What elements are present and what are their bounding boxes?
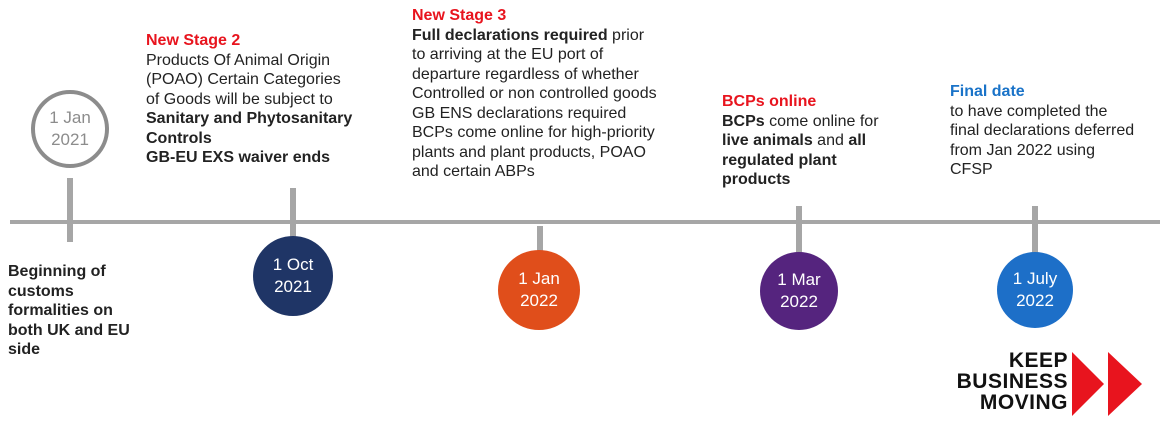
bold-text: all: [848, 132, 867, 149]
text-line: side: [8, 341, 41, 358]
text-line: CFSP: [950, 161, 993, 178]
milestone-text-jul-2022: Final date to have completed the final d…: [950, 82, 1160, 180]
logo-line: KEEP: [1008, 349, 1068, 372]
text-line: plants and plant products, POAO: [412, 143, 646, 161]
text-span: prior: [607, 26, 645, 44]
date-line2: 2022: [520, 291, 558, 310]
text-line: final declarations deferred: [950, 122, 1135, 139]
date-line2: 2021: [51, 130, 89, 149]
text-line: Products Of Animal Origin: [146, 51, 331, 69]
milestone-stem-4: [796, 206, 802, 256]
milestone-stem-1: [67, 178, 73, 242]
milestone-stem-2: [290, 188, 296, 238]
date-line1: 1 Oct: [272, 255, 314, 274]
timeline-axis: [10, 220, 1160, 224]
milestone-text-jan-2022: New Stage 3 Full declarations required p…: [412, 6, 712, 182]
text-line: GB ENS declarations required: [412, 104, 627, 122]
text-line: Sanitary and Phytosanitary: [146, 110, 353, 127]
text-line: both UK and EU: [8, 321, 130, 339]
bold-text: Full declarations required: [412, 26, 608, 44]
stage-heading: Final date: [950, 83, 1025, 100]
date-line2: 2022: [1016, 291, 1054, 310]
text-line: (POAO) Certain Categories: [146, 71, 341, 88]
text-line: live animals and all: [722, 131, 922, 151]
milestone-marker-jan-2022: 1 Jan 2022: [498, 250, 580, 330]
text-line: GB-EU EXS waiver ends: [146, 149, 331, 166]
milestone-marker-oct-2021: 1 Oct 2021: [253, 236, 333, 316]
milestone-marker-jan-2021: 1 Jan 2021: [31, 90, 109, 168]
double-arrow-icon: [1072, 352, 1142, 416]
milestone-text-mar-2022: BCPs online BCPs come online for live an…: [722, 92, 922, 190]
date-line1: 1 Jan: [518, 269, 560, 288]
date-line1: 1 July: [1012, 269, 1058, 288]
milestone-text-jan-2021: Beginning of customs formalities on both…: [8, 262, 178, 360]
text-line: BCPs come online for high-priority: [412, 124, 655, 141]
text-line: Controls: [146, 129, 212, 147]
date-line1: 1 Jan: [49, 108, 91, 127]
text-line: Controlled or non controlled goods: [412, 85, 657, 102]
logo-line: MOVING: [979, 391, 1068, 414]
date-line2: 2021: [274, 277, 312, 296]
text-line: Full declarations required prior: [412, 26, 712, 46]
stage-heading: BCPs online: [722, 93, 817, 110]
milestone-marker-mar-2022: 1 Mar 2022: [760, 252, 838, 330]
logo-line: BUSINESS: [956, 370, 1068, 393]
text-line: departure regardless of whether: [412, 65, 639, 83]
text-line: from Jan 2022 using: [950, 141, 1095, 159]
date-line1: 1 Mar: [777, 270, 821, 289]
milestone-text-oct-2021: New Stage 2 Products Of Animal Origin (P…: [146, 31, 396, 168]
logo-text: KEEP BUSINESS MOVING: [928, 350, 1068, 413]
text-line: products: [722, 171, 791, 188]
text-line: formalities on: [8, 302, 113, 319]
text-line: regulated plant: [722, 151, 837, 169]
stage-heading: New Stage 2: [146, 32, 241, 49]
text-line: of Goods will be subject to: [146, 90, 333, 108]
stage-heading: New Stage 3: [412, 7, 507, 24]
text-span: come online for: [764, 112, 879, 130]
keep-business-moving-logo: KEEP BUSINESS MOVING: [930, 350, 1150, 420]
text-line: to arriving at the EU port of: [412, 46, 604, 63]
text-line: BCPs come online for: [722, 112, 922, 132]
date-line2: 2022: [780, 292, 818, 311]
text-line: customs: [8, 282, 74, 300]
text-span: and: [812, 132, 849, 149]
bold-text: live animals: [722, 132, 813, 149]
milestone-stem-5: [1032, 206, 1038, 256]
bold-text: BCPs: [722, 112, 765, 130]
milestone-stem-3: [537, 226, 543, 256]
text-line: to have completed the: [950, 102, 1108, 120]
text-line: and certain ABPs: [412, 163, 535, 180]
text-line: Beginning of: [8, 263, 106, 280]
milestone-marker-jul-2022: 1 July 2022: [997, 252, 1073, 328]
